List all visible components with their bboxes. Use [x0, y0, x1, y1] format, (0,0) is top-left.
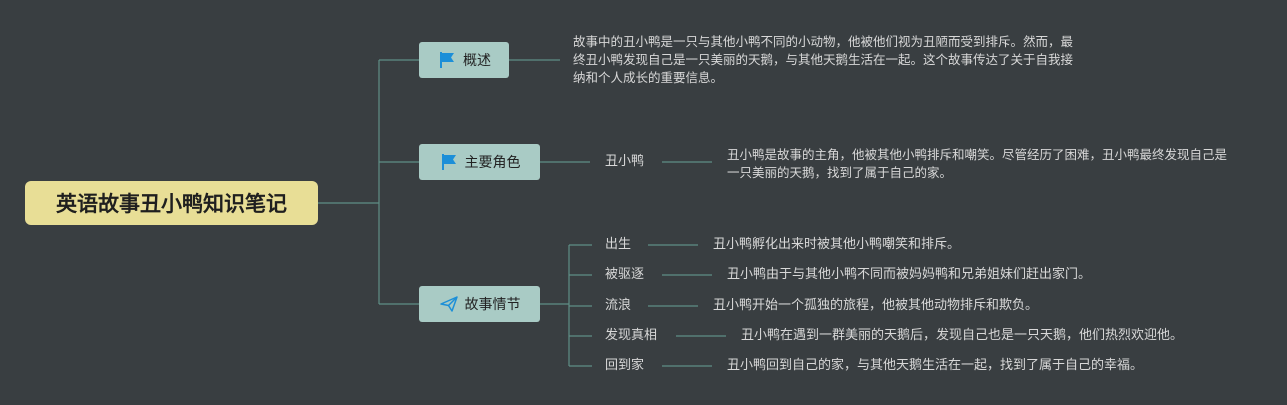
paper-plane-icon — [439, 294, 459, 314]
plot-item-label[interactable]: 流浪 — [605, 298, 632, 313]
plot-item-text: 丑小鸭开始一个孤独的旅程，他被其他动物排斥和欺负。 — [713, 298, 1039, 313]
plot-item-text: 丑小鸭回到自己的家，与其他天鹅生活在一起，找到了属于自己的幸福。 — [727, 358, 1144, 373]
overview-text: 故事中的丑小鸭是一只与其他小鸭不同的小动物，他被他们视为丑陋而受到排斥。然而，最… — [573, 34, 1074, 85]
branch-plot[interactable]: 故事情节 — [419, 286, 540, 322]
plot-item-label[interactable]: 出生 — [605, 237, 632, 252]
branch-overview[interactable]: 概述 — [419, 42, 509, 78]
plot-item-label[interactable]: 被驱逐 — [605, 267, 645, 282]
branch-overview-label: 概述 — [463, 53, 491, 69]
root-topic[interactable]: 英语故事丑小鸭知识笔记 — [25, 181, 318, 225]
branch-characters[interactable]: 主要角色 — [419, 144, 540, 180]
branch-plot-label: 故事情节 — [464, 297, 521, 313]
plot-item-text: 丑小鸭由于与其他小鸭不同而被妈妈鸭和兄弟姐妹们赶出家门。 — [727, 267, 1092, 282]
character-item-label[interactable]: 丑小鸭 — [605, 154, 645, 169]
plot-item-text: 丑小鸭孵化出来时被其他小鸭嘲笑和排斥。 — [713, 237, 961, 252]
plot-item-label[interactable]: 发现真相 — [605, 328, 658, 343]
character-item-text: 丑小鸭是故事的主角，他被其他小鸭排斥和嘲笑。尽管经历了困难，丑小鸭最终发现自己是… — [727, 147, 1228, 180]
flag-icon — [439, 152, 459, 172]
plot-item-text: 丑小鸭在遇到一群美丽的天鹅后，发现自己也是一只天鹅，他们热烈欢迎他。 — [741, 328, 1184, 343]
branch-characters-label: 主要角色 — [464, 155, 521, 171]
flag-icon — [437, 50, 457, 70]
plot-item-label[interactable]: 回到家 — [605, 358, 645, 373]
